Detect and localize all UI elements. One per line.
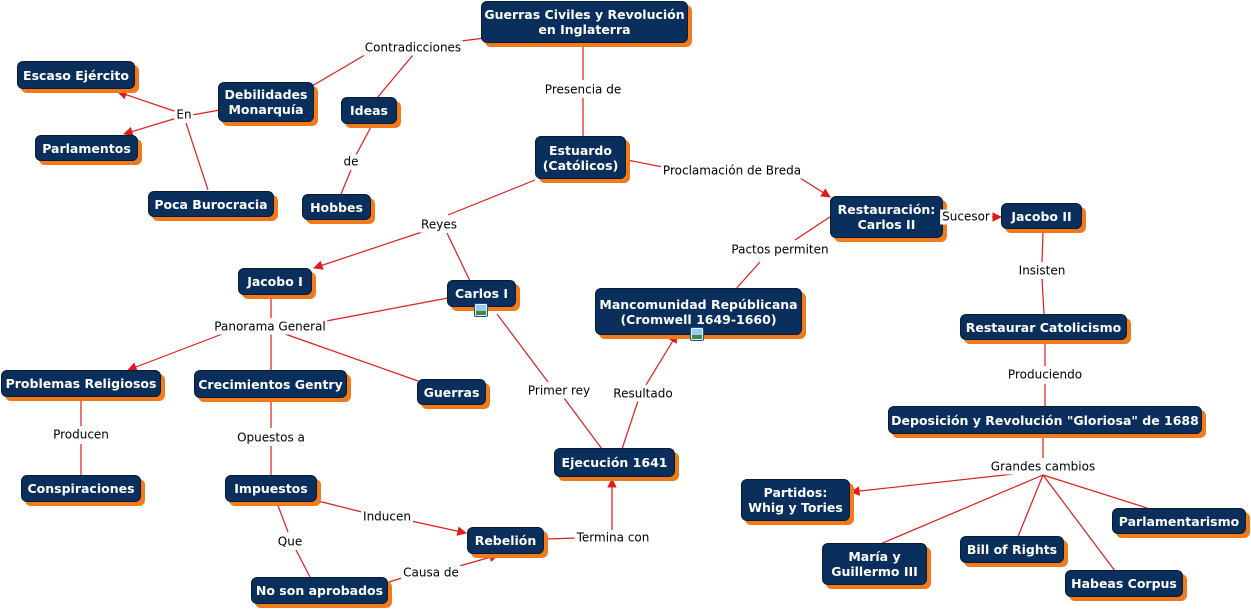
- link-line: [1016, 474, 1044, 540]
- node-ideas[interactable]: Ideas: [341, 97, 397, 124]
- link-label-inducen: Inducen: [361, 509, 413, 525]
- link-line: [185, 122, 209, 191]
- node-parlamentarismo[interactable]: Parlamentarismo: [1112, 508, 1246, 534]
- link-line: [1041, 231, 1044, 263]
- link-line: [284, 333, 419, 382]
- image-attachment-icon[interactable]: [474, 303, 488, 317]
- link-label-presencia-de: Presencia de: [542, 82, 624, 98]
- node-restaurar-catolicismo[interactable]: Restaurar Catolicismo: [960, 314, 1127, 340]
- link-label-de: de: [341, 154, 361, 170]
- link-line: [1042, 474, 1116, 572]
- link-label-grandes-cambios: Grandes cambios: [988, 459, 1098, 475]
- link-line: [877, 474, 1044, 546]
- node-estuardo[interactable]: Estuardo (Católicos): [535, 136, 626, 179]
- link-line: [313, 231, 423, 270]
- link-line: [563, 397, 603, 450]
- link-label-reyes: Reyes: [419, 217, 459, 233]
- link-line: [621, 400, 639, 450]
- node-deposicion[interactable]: Deposición y Revolución "Gloriosa" de 16…: [888, 406, 1202, 434]
- node-hobbes[interactable]: Hobbes: [302, 194, 371, 220]
- link-label-insisten: Insisten: [1016, 263, 1068, 279]
- link-label-sucesor: Sucesor: [940, 209, 992, 225]
- link-label-en: En: [174, 107, 194, 123]
- link-line: [1042, 474, 1148, 509]
- node-ejecucion[interactable]: Ejecución 1641: [554, 448, 675, 477]
- link-label-contradicciones: Contradicciones: [362, 40, 464, 56]
- link-line: [317, 500, 363, 513]
- node-jacobo-ii[interactable]: Jacobo II: [1001, 203, 1082, 229]
- node-escaso-ejercito[interactable]: Escaso Ejército: [17, 61, 135, 89]
- link-label-que: Que: [275, 534, 305, 550]
- link-label-opuestos-a: Opuestos a: [235, 430, 307, 446]
- node-maria-guillermo[interactable]: María y Guillermo III: [822, 543, 927, 585]
- link-line: [850, 472, 1024, 496]
- node-parlamentos[interactable]: Parlamentos: [35, 135, 138, 161]
- node-bill-of-rights[interactable]: Bill of Rights: [960, 536, 1064, 563]
- link-line: [446, 232, 471, 282]
- link-label-causa-de: Causa de: [401, 565, 461, 581]
- link-line: [734, 261, 761, 291]
- node-guerras-civiles[interactable]: Guerras Civiles y Revolución en Inglater…: [481, 1, 688, 43]
- link-line: [191, 109, 221, 116]
- link-line: [117, 90, 178, 113]
- node-crecimientos-gentry[interactable]: Crecimientos Gentry: [194, 370, 347, 398]
- link-line: [295, 549, 311, 578]
- link-line: [1041, 278, 1045, 315]
- node-restauracion[interactable]: Restauración: Carlos II: [830, 196, 943, 238]
- node-jacobo-i[interactable]: Jacobo I: [238, 268, 312, 295]
- link-label-resultado: Resultado: [611, 386, 675, 402]
- link-line: [276, 502, 289, 533]
- image-icon-hill: [476, 311, 486, 315]
- node-poca-burocracia[interactable]: Poca Burocracia: [148, 191, 274, 217]
- link-line: [496, 313, 549, 383]
- node-partidos[interactable]: Partidos: Whig y Tories: [741, 479, 850, 521]
- image-icon-sky: [476, 305, 486, 311]
- node-problemas-religiosos[interactable]: Problemas Religiosos: [1, 370, 161, 397]
- link-line: [355, 124, 373, 156]
- link-line: [447, 179, 536, 216]
- link-label-primer-rey: Primer rey: [525, 383, 593, 399]
- link-line: [340, 169, 352, 195]
- image-icon-sky: [692, 329, 702, 335]
- link-label-termina-con: Termina con: [574, 530, 652, 546]
- link-line: [545, 537, 578, 540]
- node-debilidades-monarquia[interactable]: Debilidades Monarquía: [218, 82, 314, 122]
- link-line: [311, 51, 371, 87]
- image-icon-hill: [692, 335, 702, 339]
- node-no-son-aprobados[interactable]: No son aprobados: [251, 577, 388, 604]
- link-line: [376, 54, 414, 99]
- link-label-pactos-permiten: Pactos permiten: [729, 242, 831, 258]
- link-label-producen: Producen: [51, 427, 111, 443]
- link-label-panorama-general: Panorama General: [212, 319, 328, 335]
- node-rebelion[interactable]: Rebelión: [467, 527, 544, 554]
- node-carlos-i[interactable]: Carlos I: [447, 280, 516, 307]
- node-impuestos[interactable]: Impuestos: [225, 475, 317, 502]
- link-label-produciendo: Produciendo: [1005, 367, 1085, 383]
- link-line: [645, 333, 678, 386]
- link-line: [123, 117, 178, 137]
- link-line: [410, 520, 467, 536]
- link-label-proclamacion-breda: Proclamación de Breda: [660, 163, 804, 179]
- link-line: [320, 297, 449, 323]
- link-line: [796, 175, 831, 198]
- link-line: [127, 332, 226, 372]
- node-guerras[interactable]: Guerras: [417, 379, 486, 405]
- node-conspiraciones[interactable]: Conspiraciones: [21, 475, 141, 502]
- link-line: [455, 552, 499, 568]
- node-habeas-corpus[interactable]: Habeas Corpus: [1065, 570, 1183, 597]
- image-attachment-icon[interactable]: [690, 327, 704, 341]
